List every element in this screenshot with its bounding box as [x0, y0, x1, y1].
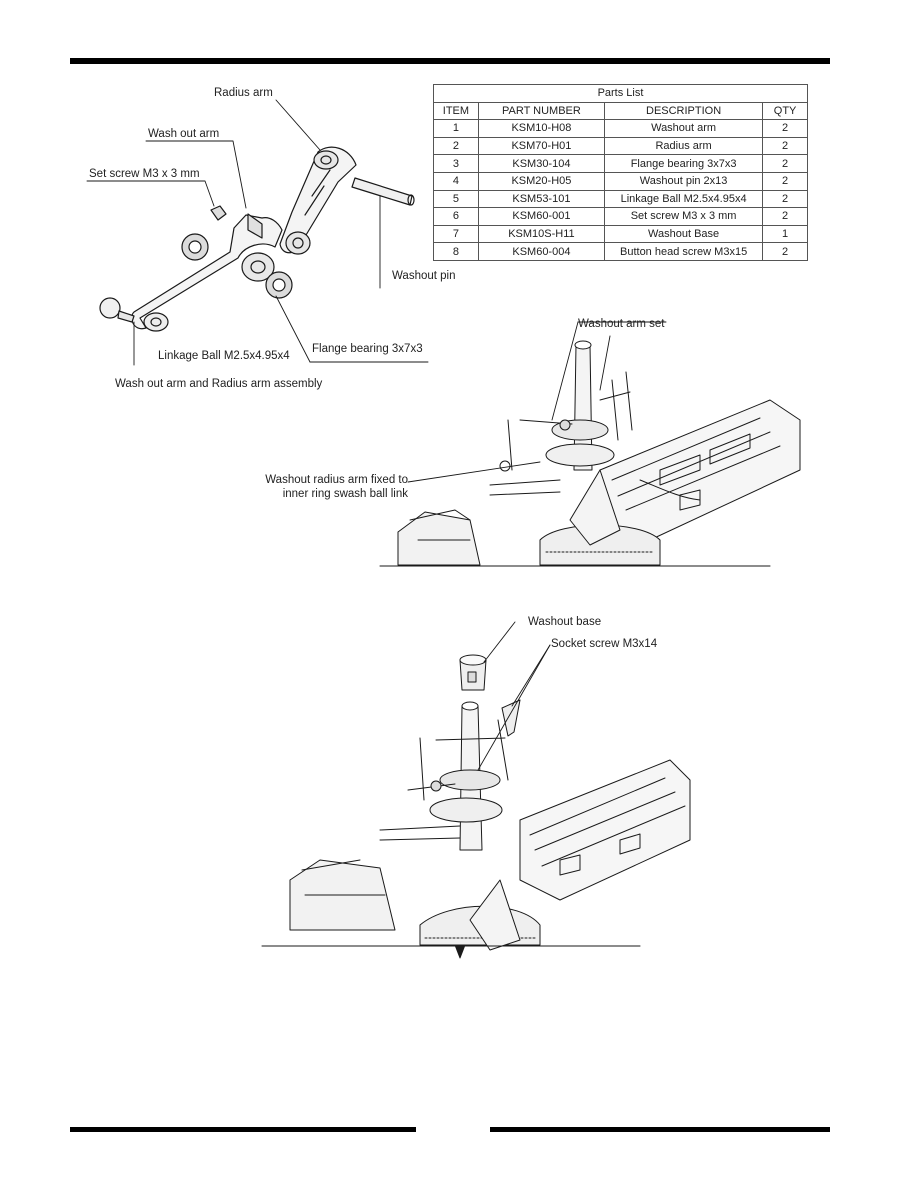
cell: KSM10S-H11 [477, 224, 606, 244]
label-socket-screw: Socket screw M3x14 [551, 638, 658, 650]
caption-assembly: Wash out arm and Radius arm assembly [115, 378, 323, 390]
cell: 8 [433, 242, 479, 261]
header-rule [70, 58, 830, 64]
label-washout-pin: Washout pin [392, 270, 456, 282]
label-flange-bearing: Flange bearing 3x7x3 [312, 343, 423, 355]
parts-list-table: Parts List ITEM PART NUMBER DESCRIPTION … [433, 84, 808, 261]
set-screw-drawing [210, 205, 227, 221]
cell: Flange bearing 3x7x3 [604, 154, 764, 173]
label-washout-base: Washout base [528, 616, 602, 628]
washout-arm-drawing [131, 213, 283, 332]
label-set-screw: Set screw M3 x 3 mm [89, 168, 200, 180]
label-washout-radius-arm-fixed: Washout radius arm fixed to inner ring s… [265, 474, 408, 500]
washout-pin-drawing [351, 177, 415, 206]
label-linkage-ball: Linkage Ball M2.5x4.95x4 [158, 350, 290, 362]
label-washout-arm-set: Washout arm set [578, 318, 665, 330]
bottom-assembly-drawing [289, 654, 691, 959]
cell: KSM60-004 [477, 242, 606, 261]
header-qty: QTY [762, 101, 808, 121]
cell: 2 [762, 189, 808, 209]
cell: KSM20-H05 [477, 171, 606, 191]
label-wash-out-arm: Wash out arm [148, 128, 220, 140]
label-radius-arm: Radius arm [214, 87, 273, 99]
linkage-ball-drawing [99, 297, 135, 323]
cell: KSM53-101 [477, 189, 606, 209]
middle-assembly-drawing [397, 340, 801, 566]
footer-rule-left [70, 1127, 416, 1132]
cell: Button head screw M3x15 [604, 242, 764, 261]
footer-rule-right [490, 1127, 830, 1132]
flange-bearing-drawing [181, 233, 293, 299]
radius-arm-drawing [279, 146, 357, 255]
cell: 2 [762, 242, 808, 261]
cell: Set screw M3 x 3 mm [604, 207, 764, 226]
cell: Linkage Ball M2.5x4.95x4 [604, 189, 764, 209]
